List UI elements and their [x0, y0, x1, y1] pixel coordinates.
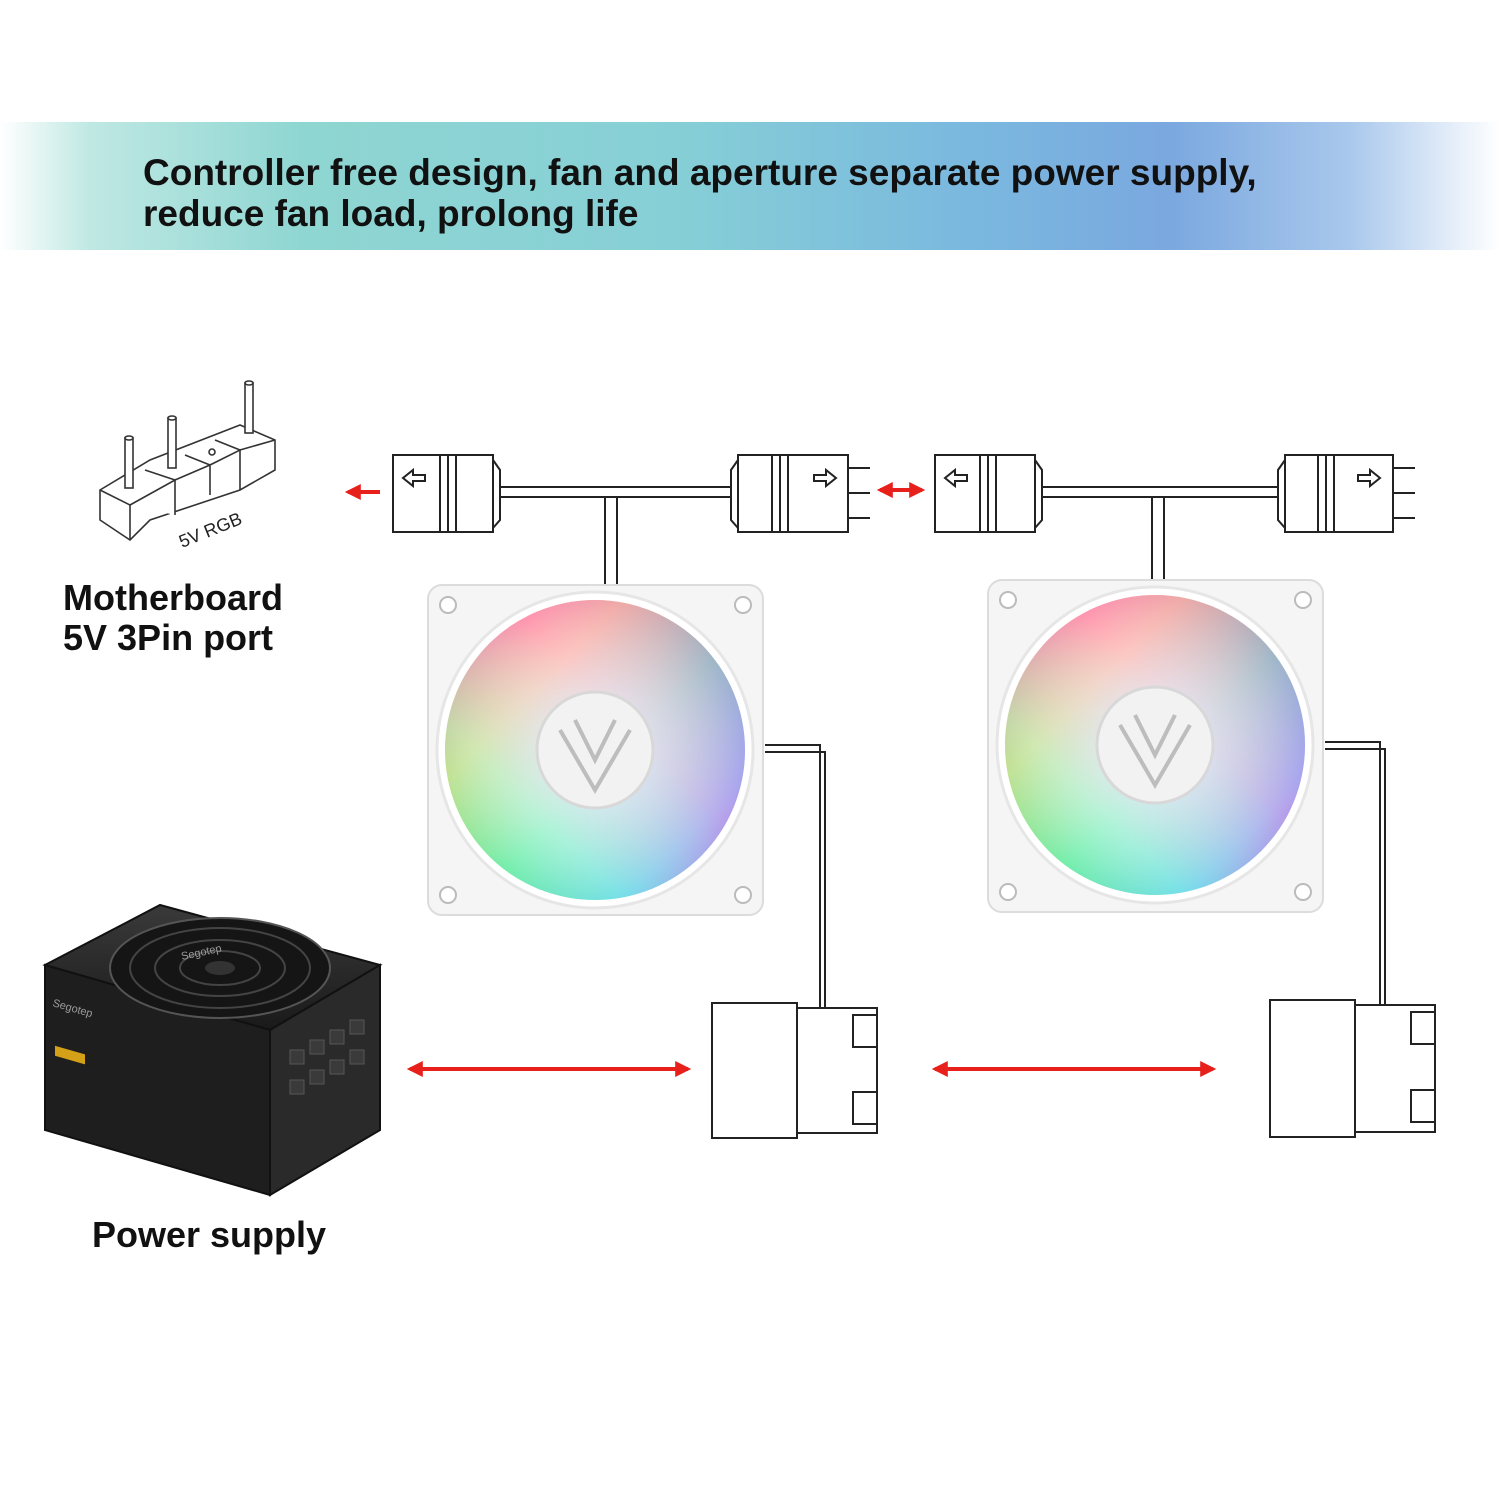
- power-supply-icon: Segotep Segotep: [42, 903, 383, 1197]
- fan1-input-connector: [392, 454, 494, 533]
- banner-title-line2: reduce fan load, prolong life: [143, 193, 639, 234]
- fan1-molex-connector: [711, 1002, 878, 1139]
- motherboard-label-line2: 5V 3Pin port: [63, 617, 274, 658]
- connection-arrows: [344, 482, 1217, 1077]
- fan1-cable-assembly: [392, 454, 870, 585]
- motherboard-label: Motherboard 5V 3Pin port: [63, 578, 283, 658]
- fan2-power-cable: [1325, 741, 1386, 1005]
- power-supply-label: Power supply: [92, 1214, 327, 1255]
- fan2-cable-assembly: [934, 454, 1415, 580]
- title-banner: [0, 122, 1500, 250]
- fan1-output-connector: [737, 454, 849, 533]
- banner-title: Controller free design, fan and aperture…: [143, 152, 1443, 234]
- fan1-power-cable: [765, 744, 826, 1010]
- header-label: 5V RGB: [176, 508, 245, 551]
- fan1-rgb-icon: [427, 584, 764, 916]
- banner-title-line1: Controller free design, fan and aperture…: [143, 152, 1257, 193]
- fan2-output-connector: [1284, 454, 1394, 533]
- fan2-rgb-icon: [987, 579, 1324, 913]
- fan2-input-connector: [934, 454, 1036, 533]
- fan2-molex-connector: [1269, 999, 1436, 1138]
- motherboard-header-icon: [99, 380, 276, 542]
- motherboard-label-line1: Motherboard: [63, 577, 283, 618]
